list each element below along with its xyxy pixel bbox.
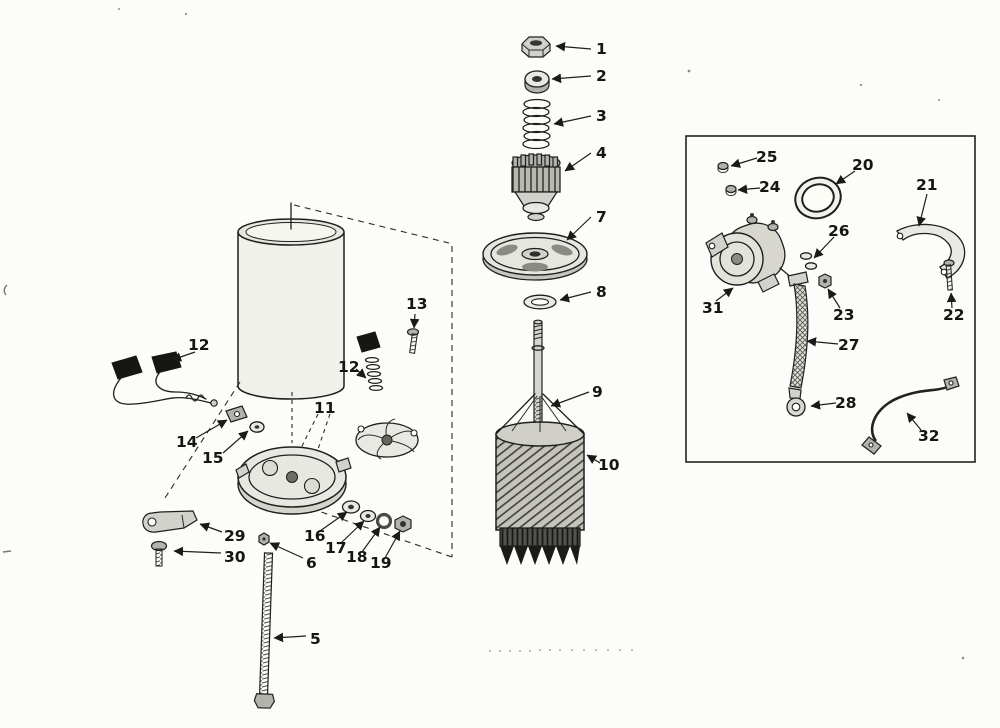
part-27-battery-cable: [779, 267, 809, 389]
part-label-30: 30: [224, 548, 246, 566]
part-number-labels: 1 2 3 4 7 8 9 10 11 12 12 13 14 15 16 17…: [176, 40, 965, 648]
part-25-nut: [717, 161, 729, 173]
part-3-spring: [522, 98, 551, 150]
part-32-jumper-wire: [861, 376, 960, 455]
part-label-23: 23: [833, 306, 855, 324]
part-label-7: 7: [596, 208, 607, 226]
part-label-16: 16: [304, 527, 326, 545]
part-label-18: 18: [346, 548, 368, 566]
part-label-15: 15: [202, 449, 224, 467]
part-20-cap-ring: [794, 176, 842, 220]
part-label-27: 27: [838, 336, 860, 354]
part-label-5: 5: [310, 630, 321, 648]
part-label-11: 11: [314, 399, 336, 417]
part-label-19: 19: [370, 554, 392, 572]
part-label-12-center: 12: [338, 358, 360, 376]
brush-plate: [355, 418, 419, 460]
part-label-29: 29: [224, 527, 246, 545]
part-2-spacer-nut: [524, 70, 550, 94]
part-10-armature: [495, 393, 585, 565]
part-label-22: 22: [943, 306, 965, 324]
part-label-25: 25: [756, 148, 778, 166]
part-23-nut: [818, 273, 832, 289]
part-17-washer: [359, 509, 377, 523]
part-label-14: 14: [176, 433, 198, 451]
part-label-12-left: 12: [188, 336, 210, 354]
part-5-through-bolt: [253, 552, 275, 709]
part-label-32: 32: [918, 427, 940, 445]
part-9-armature-shaft: [531, 319, 545, 427]
part-22-screw: [943, 259, 955, 291]
motor-frame-cylinder: [237, 202, 345, 400]
part-16-washer: [341, 500, 361, 514]
part-label-1: 1: [596, 40, 607, 58]
part-label-20: 20: [852, 156, 874, 174]
part-label-6: 6: [306, 554, 317, 572]
part-6-nut: [258, 532, 270, 546]
part-label-8: 8: [596, 283, 607, 301]
solenoid-kit-box: [685, 135, 976, 463]
part-1-hex-nut: [521, 36, 551, 58]
part-label-26: 26: [828, 222, 850, 240]
part-label-10: 10: [598, 456, 620, 474]
part-28-cable-lug: [786, 387, 806, 417]
part-14-terminal-clamp: [225, 405, 248, 423]
part-19-hex-nut: [394, 515, 412, 533]
part-15-washer: [249, 421, 265, 433]
part-label-24: 24: [759, 178, 781, 196]
part-label-2: 2: [596, 67, 607, 85]
part-label-28: 28: [835, 394, 857, 412]
part-label-4: 4: [596, 144, 607, 162]
alignment-dash-lines: [164, 204, 453, 558]
part-4-drive-pinion: [511, 153, 561, 222]
part-label-31: 31: [702, 299, 724, 317]
part-11-end-cap: [235, 413, 352, 515]
part-24-nut: [725, 184, 737, 196]
part-13-screw: [406, 328, 420, 354]
part-30-screw: [150, 540, 168, 567]
part-18-lock-washer: [375, 512, 393, 530]
leader-lines: [171, 41, 957, 643]
part-31-solenoid: [705, 213, 786, 293]
part-12-brush-set-left: [111, 351, 218, 407]
part-7-thrust-plate: [482, 232, 588, 281]
part-12-brush-center: [356, 331, 384, 392]
part-label-17: 17: [325, 539, 347, 557]
part-29-clamp: [142, 510, 198, 533]
part-label-21: 21: [916, 176, 938, 194]
part-8-washer: [523, 294, 557, 310]
part-label-3: 3: [596, 107, 607, 125]
part-label-9: 9: [592, 383, 603, 401]
part-26-washers: [799, 252, 818, 270]
scan-artifacts: [2, 8, 965, 660]
part-label-13: 13: [406, 295, 428, 313]
